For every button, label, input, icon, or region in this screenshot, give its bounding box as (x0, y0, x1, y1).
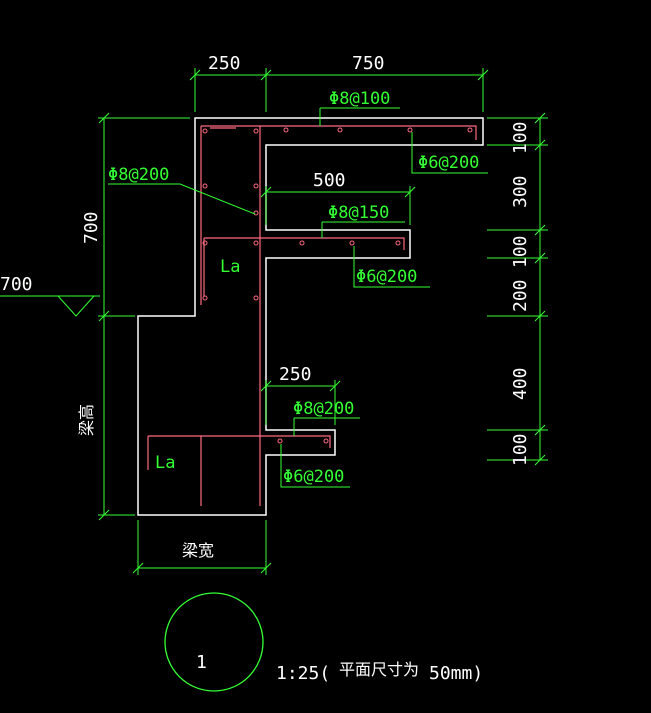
right-dim-6: 100 (510, 433, 531, 466)
rebar-dots (202, 127, 473, 444)
right-dim-5: 400 (510, 367, 531, 400)
scale-prefix: 1:25( (276, 663, 330, 684)
concrete-outline (137, 117, 484, 516)
dim-low-250: 250 (279, 364, 312, 385)
label-top-6-200: Φ6@200 (418, 153, 479, 173)
right-dim-1: 100 (510, 121, 531, 154)
label-low-8-200: Φ8@200 (293, 399, 354, 419)
label-low-6-200: Φ6@200 (283, 467, 344, 487)
beam-width-label: 梁宽 (182, 541, 214, 560)
label-mid-6-200: Φ6@200 (356, 267, 417, 287)
label-la-upper: La (220, 257, 240, 277)
scale-text: 平面尺寸为 (339, 660, 419, 679)
label-la-lower: La (155, 453, 175, 473)
detail-number: 1 (196, 652, 207, 673)
level-700: 700 (0, 274, 33, 295)
right-dim-2: 300 (510, 175, 531, 208)
dim-left-700: 700 (81, 211, 102, 244)
label-mid-8-150: Φ8@150 (328, 203, 389, 223)
beam-height-label: 梁高 (77, 404, 96, 436)
dimension-lines (0, 68, 548, 575)
dim-top-750: 750 (352, 53, 385, 74)
label-left-8-200: Φ8@200 (108, 165, 169, 185)
scale-suffix: 50mm) (429, 663, 483, 684)
dim-500: 500 (313, 170, 346, 191)
right-dim-4: 200 (510, 279, 531, 312)
label-top-8-100: Φ8@100 (329, 89, 390, 109)
rebar (147, 125, 477, 506)
detail-circle (164, 592, 264, 692)
dim-top-250: 250 (208, 53, 241, 74)
right-dim-3: 100 (510, 235, 531, 268)
